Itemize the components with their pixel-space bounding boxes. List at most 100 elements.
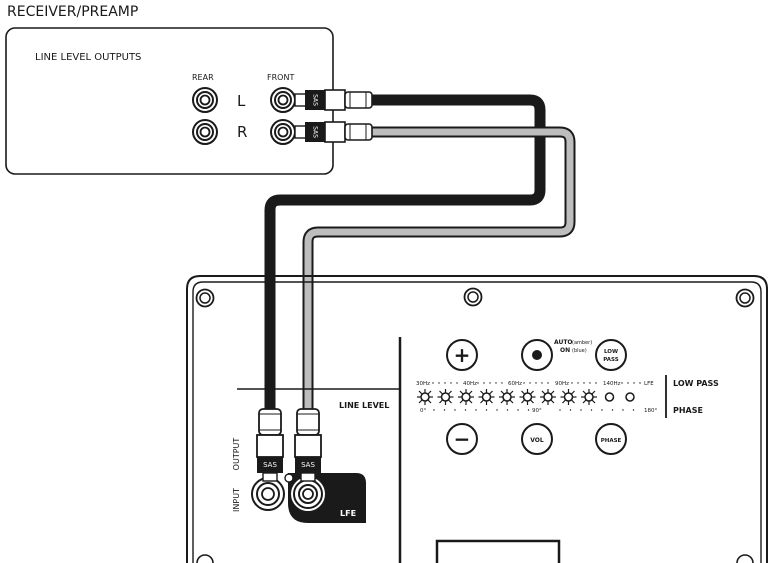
right-channel-cable-outline	[302, 126, 576, 412]
minus-button[interactable]: −	[446, 423, 478, 455]
led-lit-icon	[457, 388, 475, 406]
scale-dot	[580, 409, 582, 411]
led-lit-icon	[498, 388, 516, 406]
scale-dot	[523, 382, 525, 384]
low-pass-indicator-label: LOW PASS	[673, 379, 719, 388]
phase-button-label: PHASE	[601, 438, 622, 444]
led-lit-icon	[539, 388, 557, 406]
scale-dot	[541, 382, 543, 384]
scale-dot	[529, 382, 531, 384]
scale-dot	[517, 409, 519, 411]
auto-label: AUTO	[554, 339, 573, 346]
scale-dot	[601, 409, 603, 411]
scale-dot	[489, 382, 491, 384]
scale-dot	[483, 382, 485, 384]
input-jack-lfe	[291, 477, 325, 511]
scale-dot	[443, 409, 446, 411]
panel-screw-bottom-right	[736, 554, 754, 563]
panel-screw-top-right	[735, 288, 755, 308]
power-button[interactable]	[521, 339, 553, 371]
scale-dot	[475, 409, 477, 411]
receiver-right-plug-brand: SAS	[312, 126, 319, 138]
phase-scale-label: 0°	[420, 408, 426, 414]
led-off-icon	[604, 392, 615, 402]
subwoofer-lfe-plug: SAS	[294, 408, 322, 482]
scale-dot	[590, 409, 593, 411]
scale-dot	[433, 409, 435, 411]
left-row-label: L	[237, 92, 246, 110]
panel-screw-bottom-left	[196, 554, 214, 563]
receiver-title: RECEIVER/PREAMP	[7, 4, 138, 20]
scale-dot	[611, 409, 614, 411]
scale-dot	[450, 382, 452, 384]
led-lit-icon	[518, 388, 537, 406]
phase-scale-label: 180°	[644, 408, 657, 414]
line-level-label: LINE LEVEL	[339, 401, 389, 410]
scale-dot	[438, 382, 440, 384]
plus-button-label: +	[454, 343, 471, 367]
scale-dot	[432, 382, 434, 384]
freq-label: 40Hz	[463, 381, 477, 387]
receiver-left-plug: SAS	[294, 89, 373, 111]
scale-dot	[535, 382, 537, 384]
front-right-jack	[270, 119, 296, 145]
scale-dot	[621, 382, 623, 384]
scale-dot	[495, 382, 497, 384]
power-indicator-icon	[532, 350, 542, 360]
vol-button[interactable]: VOL	[521, 423, 553, 455]
left-channel-cable	[264, 94, 546, 412]
scale-dot	[577, 382, 579, 384]
scale-dot	[583, 382, 585, 384]
led-lit-icon	[580, 388, 598, 406]
freq-label: 140Hz	[603, 381, 621, 387]
subwoofer-left-plug: SAS	[256, 408, 284, 482]
auto-note: (amber)	[572, 340, 592, 346]
scale-dot	[571, 382, 573, 384]
vol-button-label: VOL	[530, 437, 544, 444]
scale-dot	[633, 382, 635, 384]
freq-label: 30Hz	[416, 381, 430, 387]
subwoofer-left-plug-brand: SAS	[263, 461, 277, 469]
output-label: OUTPUT	[232, 438, 241, 471]
scale-dot	[506, 409, 509, 411]
led-lit-icon	[559, 388, 578, 406]
phase-button[interactable]: PHASE	[595, 423, 627, 455]
scale-dot	[589, 382, 591, 384]
subwoofer-panel-inner	[192, 281, 762, 563]
led-lit-icon	[416, 388, 434, 406]
phase-scale: 0° 90° 180°	[420, 408, 657, 414]
led-indicator-row	[416, 388, 635, 406]
front-left-jack	[270, 87, 296, 113]
scale-dot	[622, 409, 624, 411]
minus-button-label: −	[454, 427, 471, 451]
rear-column-label: REAR	[192, 73, 214, 82]
display-window	[435, 539, 561, 563]
phase-indicator-label: PHASE	[673, 406, 703, 415]
scale-dot	[477, 382, 479, 384]
scale-dot	[569, 409, 572, 411]
low-pass-button[interactable]: LOW PASS	[595, 339, 627, 371]
scale-dot	[456, 382, 458, 384]
freq-label: 90Hz	[555, 381, 569, 387]
scale-dot	[444, 382, 446, 384]
plus-button[interactable]: +	[446, 339, 478, 371]
input-jack-left	[251, 477, 285, 511]
scale-dot	[632, 409, 635, 411]
scale-dot	[559, 409, 561, 411]
scale-dot	[454, 409, 456, 411]
subwoofer-lfe-plug-brand: SAS	[301, 461, 315, 469]
input-label: INPUT	[232, 488, 241, 512]
phase-scale-label: 90°	[532, 408, 542, 414]
ground-screw	[284, 473, 294, 483]
scale-dot	[501, 382, 503, 384]
receiver-section-label: LINE LEVEL OUTPUTS	[35, 52, 141, 63]
rear-left-jack	[192, 87, 218, 113]
subwoofer-panel	[186, 275, 768, 563]
on-label: ON	[560, 347, 570, 354]
panel-screw-top-middle	[463, 287, 483, 307]
freq-label: 60Hz	[508, 381, 522, 387]
lfe-label: LFE	[340, 509, 356, 518]
low-pass-button-label-1: LOW	[604, 349, 618, 355]
